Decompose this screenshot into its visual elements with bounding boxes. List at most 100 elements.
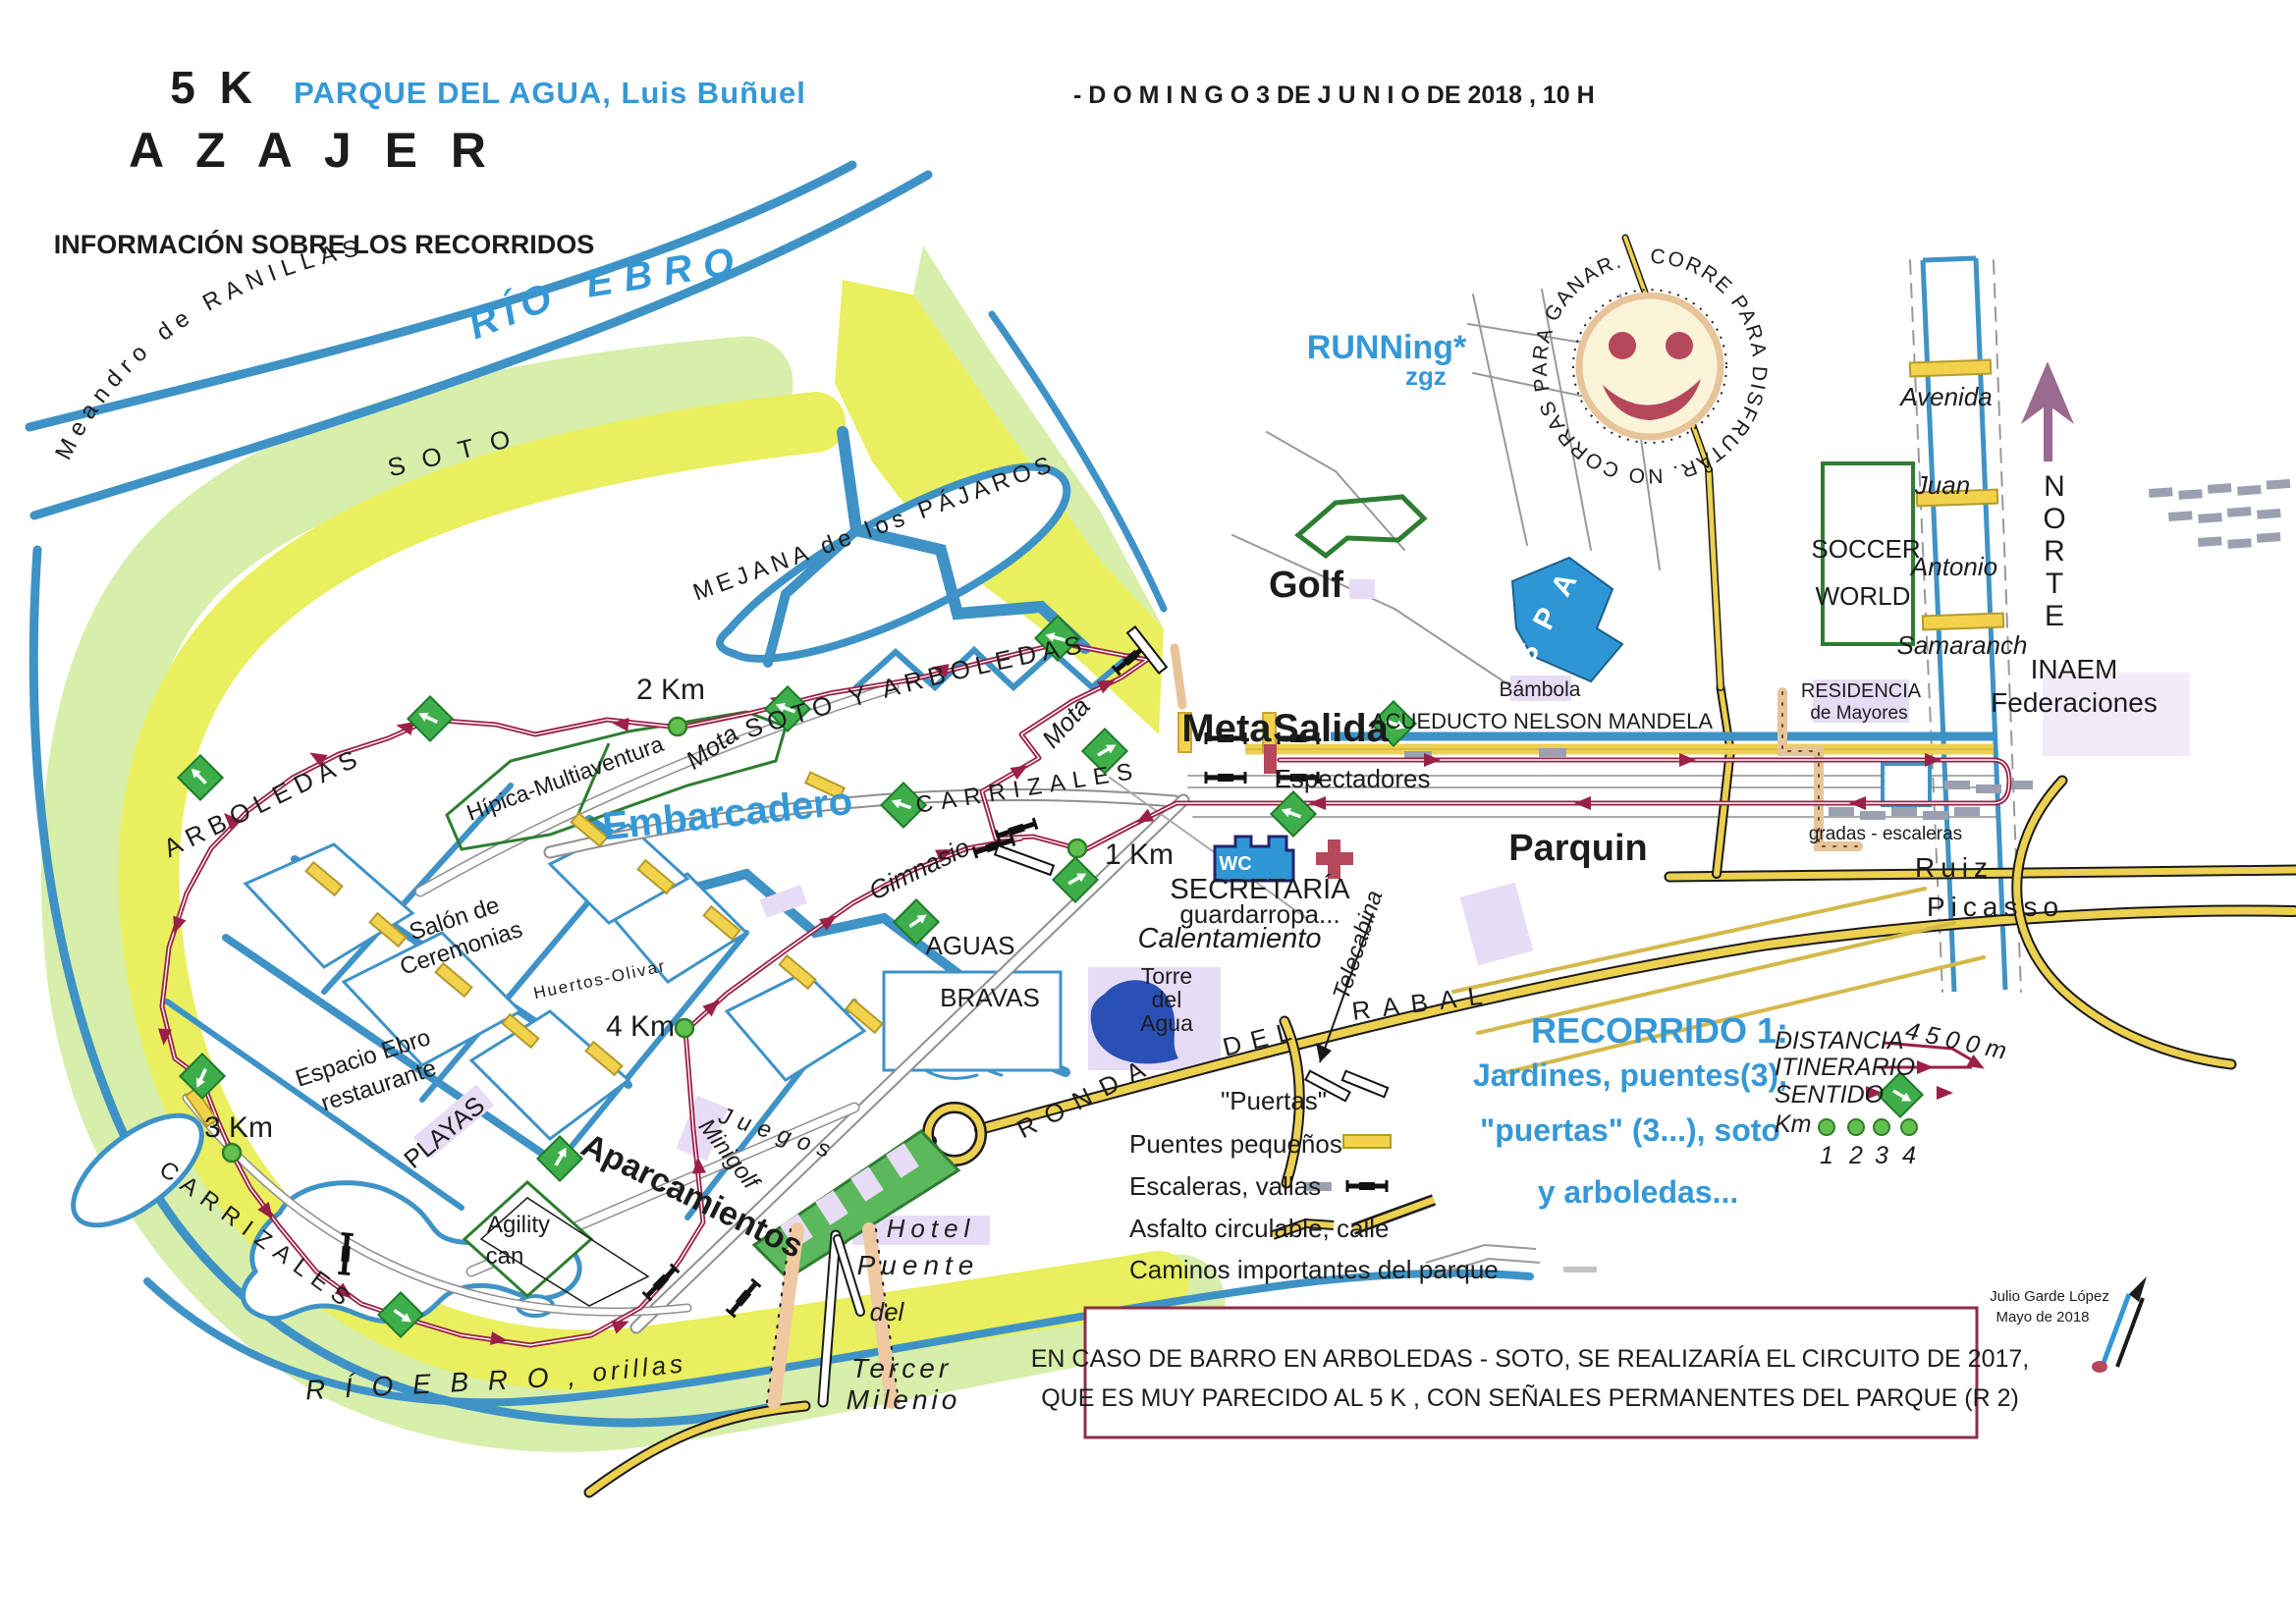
hurdle-icon — [1204, 772, 1247, 784]
hipica-area — [445, 710, 788, 851]
puente-tercer-milenio-west — [767, 1222, 804, 1409]
route-arrow — [935, 848, 954, 863]
map-label-km-leyenda: Km — [1775, 1110, 1812, 1138]
map-label-recorrido-2: Jardines, puentes(3), — [1473, 1057, 1787, 1093]
map-label-espectadores: Espectadores — [1275, 764, 1431, 793]
smiley-logo — [1572, 289, 1727, 444]
avenida-bridges — [1908, 358, 2005, 631]
race-route — [159, 640, 2012, 1348]
map-label-parquin: Parquin — [1508, 828, 1647, 869]
soccer-world-box — [1821, 461, 1915, 646]
small-bridge-icon — [434, 961, 473, 999]
map-label-bambola: Bámbola — [1500, 678, 1581, 701]
carrizales-lake-shape — [241, 1180, 582, 1325]
route-arrow — [334, 1282, 353, 1299]
hurdle-icon — [994, 817, 1039, 842]
map-label-juan: Juan — [1914, 470, 1970, 500]
spa-building — [1510, 556, 1624, 683]
route-arrow — [396, 722, 414, 735]
meta-salida-gates — [1177, 712, 1277, 774]
small-bridge-icon — [803, 771, 847, 800]
map-label-golf: Golf — [1269, 565, 1343, 606]
route-arrow — [223, 812, 241, 830]
route-arrow — [1574, 796, 1591, 810]
map-label-puente-del: del — [870, 1297, 905, 1326]
map-label-soccer-2: WORLD — [1816, 581, 1911, 611]
hurdle-icon — [725, 1277, 762, 1319]
route-arrow — [158, 1028, 172, 1046]
route-arrow — [1925, 753, 1941, 767]
km-point-icon — [1066, 838, 1088, 859]
route-arrow — [611, 1321, 629, 1334]
km-legend-dot-icon — [1847, 1118, 1865, 1136]
map-label-aguas: AGUAS — [925, 931, 1014, 960]
legend-symbols — [1271, 1134, 1597, 1277]
km-point-icon — [221, 1142, 243, 1164]
bridge-bar-icon — [1303, 1069, 1352, 1103]
map-label-inaem: INAEM — [2031, 654, 2118, 684]
gradas-steps — [1404, 748, 2033, 820]
route-arrow — [309, 752, 328, 768]
route-arrow — [702, 1000, 720, 1017]
map-label-km3: 3 Km — [204, 1111, 273, 1144]
route-sign-diamond-icon — [376, 1290, 425, 1339]
map-label-picasso: Picasso — [1927, 892, 2064, 922]
map-label-race-distance: 5 K — [170, 62, 258, 113]
legend-puente-symbol — [1342, 1134, 1392, 1149]
legend-camino-symbol — [1425, 1243, 1537, 1264]
map-label-samaranch: Samaranch — [1897, 630, 2028, 660]
railway-hatches — [2149, 478, 2291, 549]
map-label-wc: WC — [1219, 853, 1251, 875]
route-sign-diamond-icon — [176, 753, 225, 802]
map-label-race-date: - D O M I N G O 3 DE J U N I O DE 2018 ,… — [1073, 81, 1595, 109]
small-bridge-icon — [501, 1012, 540, 1050]
map-label-milenio: Milenio — [847, 1384, 961, 1415]
map-label-residencia-2: de Mayores — [1810, 703, 1907, 724]
hurdle-icon — [1204, 732, 1247, 744]
hurdle-icon — [1277, 732, 1320, 744]
map-label-meta: Meta — [1181, 707, 1272, 750]
tan-structures — [766, 643, 1863, 1409]
route-arrow — [490, 1331, 508, 1345]
route-arrow — [257, 1201, 273, 1219]
map-label-legend-caminos: Caminos importantes del parque — [1129, 1255, 1499, 1284]
map-label-federaciones: Federaciones — [1991, 687, 2158, 718]
map-label-logo-running: RUNNing* — [1307, 329, 1467, 366]
small-bridge-icon — [636, 858, 676, 895]
map-label-km1: 1 Km — [1105, 839, 1174, 871]
map-label-recorrido-1: RECORRIDO 1: — [1531, 1010, 1788, 1051]
map-label-firma-2: Mayo de 2018 — [1995, 1309, 2089, 1326]
smiley-eye-left — [1609, 332, 1636, 359]
route-arrow — [1866, 1086, 1883, 1100]
map-label-agility-2: can — [486, 1243, 524, 1270]
distancia-itinerario-symbols — [1878, 1041, 1977, 1069]
hurdle-icon — [1277, 772, 1320, 784]
wc-building — [1213, 835, 1295, 883]
route-arrow — [819, 915, 838, 931]
acueducto-nelson-mandela — [1245, 731, 1994, 755]
route-sign-diamond-icon — [178, 1052, 227, 1101]
smiley-mouth — [1603, 379, 1701, 420]
small-bridge-icon — [845, 998, 884, 1035]
hurdle-icon — [1345, 1180, 1389, 1192]
route-sign-diamond-icon — [1051, 855, 1100, 904]
small-bridge-icon — [368, 911, 408, 948]
km-legend-dot-icon — [1873, 1118, 1890, 1136]
km-marker-dots — [221, 716, 1918, 1164]
map-label-club-name: A Z A J E R — [129, 123, 496, 178]
small-bridge-icon — [702, 904, 741, 942]
map-label-soccer-1: SOCCER — [1811, 534, 1920, 564]
map-label-torre-3: Agua — [1140, 1010, 1193, 1036]
route-sign-diamond-icon — [1033, 614, 1082, 663]
map-label-itinerario: ITINERARIO — [1775, 1054, 1915, 1081]
norte-arrow-icon — [2021, 361, 2074, 461]
map-label-logo-zgz: zgz — [1405, 361, 1447, 391]
hurdle-symbols — [338, 639, 1389, 1319]
golf-feature — [1294, 494, 1428, 560]
route-arrow — [1309, 796, 1326, 810]
small-bridge-icon — [778, 953, 817, 991]
map-label-km4: 4 Km — [606, 1010, 675, 1043]
